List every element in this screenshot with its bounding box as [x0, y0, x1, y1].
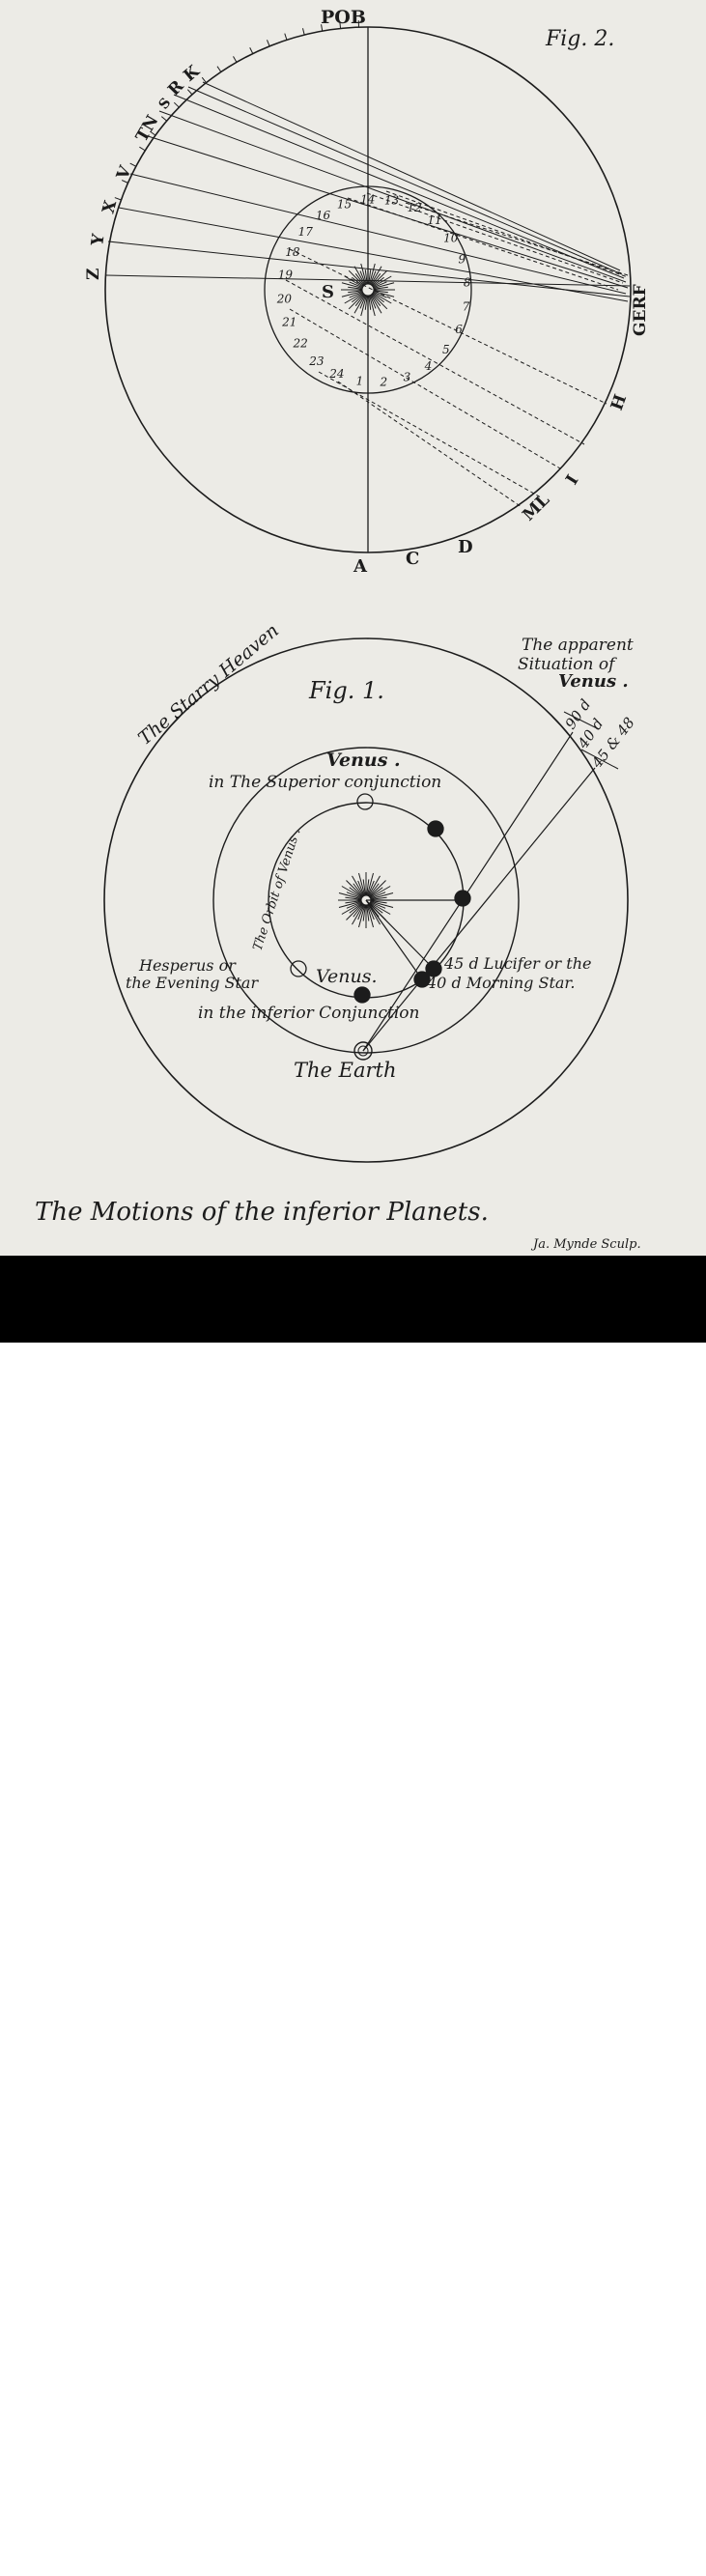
engraver-signature: Ja. Mynde Sculp.	[530, 1237, 641, 1252]
venus-inferior-conjunction-icon	[354, 987, 370, 1003]
watermark-footer: alamy 2S8RHNT www.alamy.com	[0, 1256, 706, 1343]
fig2-orbit-number: 8	[464, 276, 471, 290]
engraving-drawing: Fig. 2. POB S A C D GERF H I ML Z Y X V …	[0, 0, 706, 1256]
fig2-rim-tick	[187, 90, 192, 95]
fig2-right-label-gerf: GERF	[631, 284, 650, 336]
sun-ray	[346, 880, 362, 896]
fig2-diagram	[105, 20, 631, 552]
fig2-left-label-tn: TN	[132, 112, 162, 145]
fig2-rim-tick	[139, 147, 145, 151]
fig2-left-label-s: S	[156, 96, 175, 113]
fig2-sight-line	[130, 174, 626, 294]
venus-position-greatest-elongation-icon	[455, 891, 470, 906]
sun-ray	[370, 880, 386, 896]
fig2-orbit-number: 12	[408, 201, 422, 214]
fig2-bottom-label-c: C	[406, 549, 419, 569]
fig2-sight-line	[188, 87, 622, 274]
fig2-left-label-k: K	[180, 61, 204, 86]
engraving-plate: Fig. 2. POB S A C D GERF H I ML Z Y X V …	[0, 0, 706, 1256]
plate-title: The Motions of the inferior Planets.	[35, 1198, 489, 1227]
fig2-left-label-z: Z	[84, 269, 103, 280]
fig1-hesperus-line-1: Hesperus or	[138, 956, 237, 975]
fig2-orbit-number: 17	[298, 225, 314, 239]
fig2-rim-tick	[161, 117, 166, 121]
alamy-logo: alamy	[48, 2527, 155, 2565]
fig2-rim-tick	[115, 198, 122, 200]
fig1-apparent-line-3: Venus .	[558, 671, 629, 692]
image-id-label: 2S8RHNT	[552, 2532, 621, 2549]
fig2-dashed-line	[290, 309, 560, 468]
fig1-apparent-line-1: The apparent	[522, 636, 634, 655]
fig2-dashed-line	[286, 280, 584, 444]
fig2-orbit-number: 22	[293, 336, 308, 350]
fig2-dashed-line	[367, 193, 623, 283]
fig2-dashed-line	[386, 191, 628, 277]
site-url-label: www.alamy.com	[554, 2562, 656, 2576]
fig2-orbit-number: 5	[442, 343, 450, 356]
fig1-superior-conjunction-label: in The Superior conjunction	[209, 773, 441, 792]
fig2-orbit-number: 15	[337, 198, 352, 212]
fig1-sight-line	[366, 900, 434, 969]
fig2-rim-tick	[130, 163, 136, 166]
fig2-orbit-number: 18	[285, 245, 300, 259]
fig2-orbit-number: 16	[316, 209, 331, 222]
fig2-dashed-line	[348, 198, 618, 290]
fig2-rim-tick	[202, 77, 206, 83]
fig2-sun-label: S	[322, 282, 334, 302]
fig2-orbit-number: 24	[328, 367, 344, 381]
fig1-title: Fig. 1.	[308, 677, 384, 704]
fig2-bottom-label-a: A	[353, 556, 368, 577]
fig1-venus-center-label: Venus.	[316, 966, 378, 987]
fig2-rim-tick	[285, 34, 287, 41]
fig2-dashed-line	[338, 382, 522, 507]
fig2-rim-tick	[217, 67, 221, 72]
venus-superior-conjunction-icon	[357, 794, 373, 809]
fig2-orbit-number: 7	[463, 299, 470, 313]
fig1-inferior-conjunction-label: in the inferior Conjunction	[198, 1004, 419, 1023]
fig2-left-label-x: X	[99, 198, 122, 216]
sun-ray	[346, 904, 362, 920]
fig2-rim-tick	[174, 102, 179, 107]
fig1-hesperus-line-2: the Evening Star	[126, 974, 259, 992]
fig2-orbit-number: 6	[455, 323, 463, 336]
fig1-superior-venus-label: Venus .	[326, 750, 401, 771]
fig2-orbit-number: 11	[427, 213, 441, 227]
fig2-orbit-number: 21	[281, 315, 297, 328]
fig1-lucifer-line-2: 40 d Morning Star.	[426, 974, 575, 992]
fig2-rim-tick	[234, 56, 238, 62]
fig2-orbit-number: 1	[356, 375, 364, 388]
fig2-right-label-i: I	[562, 471, 582, 488]
fig2-left-label-v: V	[113, 162, 136, 183]
fig2-orbit-number: 13	[384, 193, 400, 207]
fig2-orbit-number: 20	[276, 292, 293, 305]
fig2-bottom-label-d: D	[458, 537, 473, 557]
fig2-orbit-number: 14	[360, 192, 375, 206]
fig1-orbit-label: The Orbit of Venus .	[251, 827, 304, 952]
venus-evening-star-icon	[291, 961, 306, 977]
fig2-top-label: POB	[321, 7, 366, 28]
fig1-starry-heaven-label: The Starry Heaven	[134, 620, 283, 750]
fig2-left-label-y: Y	[88, 232, 109, 248]
fig2-orbit-number: 23	[308, 354, 325, 368]
fig2-orbit-number: 10	[443, 232, 459, 245]
fig1-earth-label: The Earth	[294, 1059, 397, 1082]
fig2-title: Fig. 2.	[545, 27, 614, 51]
fig2-right-label-ml: ML	[519, 491, 553, 525]
fig2-rim-tick	[267, 40, 269, 45]
fig2-orbit-number: 9	[458, 253, 466, 267]
fig2-rim-tick	[250, 47, 253, 53]
fig2-orbit-number: 4	[424, 359, 433, 373]
fig2-rim-tick	[303, 28, 305, 35]
fig2-orbit-number: 2	[379, 376, 387, 389]
venus-position-dark-icon	[428, 821, 443, 836]
fig1-lucifer-line-1: 45 d Lucifer or the	[443, 954, 591, 973]
fig2-orbit-number: 19	[278, 269, 294, 282]
fig2-sight-line	[174, 95, 624, 278]
fig2-left-label-r: R	[164, 76, 188, 100]
fig2-right-label-h: H	[607, 392, 631, 413]
fig2-orbit-number: 3	[404, 370, 411, 383]
